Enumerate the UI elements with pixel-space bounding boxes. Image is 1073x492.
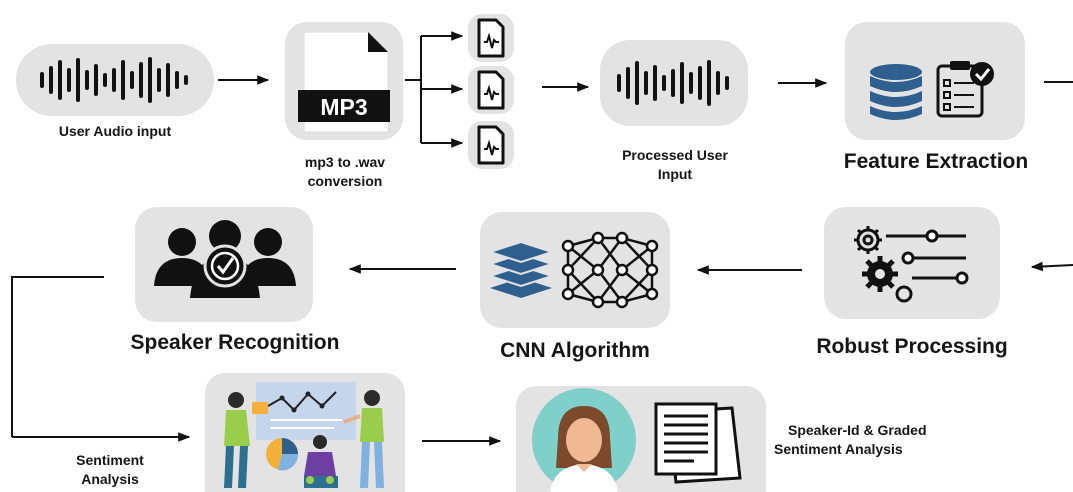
waveform-icon — [617, 60, 729, 106]
connector-speaker-to-sentiment — [11, 276, 104, 437]
output-label: Speaker-Id & Graded Sentiment Analysis — [774, 421, 984, 459]
wav-file-icon — [477, 125, 505, 165]
sentiment-analysis-label: Sentiment Analysis — [40, 451, 180, 489]
database-icon — [870, 64, 922, 120]
analytics-team-illustration — [224, 382, 384, 488]
robust-processing-label: Robust Processing — [816, 335, 1008, 358]
output-line2: Sentiment Analysis — [774, 441, 903, 457]
mp3-conversion-line1: mp3 to .wav — [304, 154, 386, 170]
mp3-conversion-line2: conversion — [307, 173, 383, 189]
user-audio-label: User Audio input — [58, 123, 172, 139]
processed-input-line2: Input — [657, 166, 693, 182]
mp3-file-icon — [298, 31, 390, 133]
sentiment-line2: Analysis — [81, 471, 139, 487]
speaker-recognition-label: Speaker Recognition — [130, 331, 340, 354]
processed-input-line1: Processed User — [622, 147, 728, 163]
neural-network-icon — [561, 231, 659, 309]
output-line1: Speaker-Id & Graded — [788, 422, 927, 438]
documents-icon — [654, 402, 742, 484]
checklist-icon — [936, 61, 994, 118]
sentiment-line1: Sentiment — [76, 452, 144, 468]
layers-icon — [486, 240, 556, 298]
woman-avatar-icon — [532, 388, 636, 492]
processed-input-label: Processed User Input — [590, 146, 760, 184]
wav-file-icon — [477, 18, 505, 58]
wav-file-icon — [477, 70, 505, 110]
gears-sliders-icon — [854, 226, 969, 303]
mp3-conversion-label: mp3 to .wav conversion — [270, 153, 420, 191]
mp3-badge: MP3 — [320, 94, 368, 120]
feature-extraction-label: Feature Extraction — [843, 150, 1029, 173]
arrow-into-robust — [1030, 261, 1073, 272]
waveform-icon — [40, 57, 188, 103]
people-check-icon — [154, 220, 296, 298]
cnn-algorithm-label: CNN Algorithm — [500, 339, 650, 362]
